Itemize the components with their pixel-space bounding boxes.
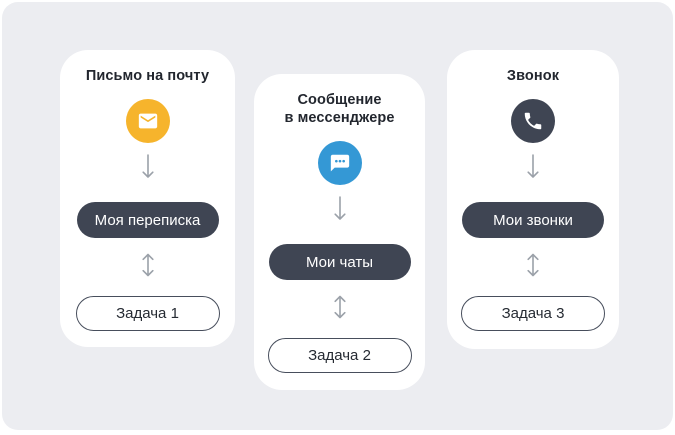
task-pill-label: Задача 2 (308, 347, 371, 364)
task-pill-label: Задача 3 (501, 305, 565, 322)
phone-icon (522, 110, 544, 132)
channel-icon-circle (125, 99, 170, 143)
flow-card-call: Звонок Мои звонки Задача 3 (447, 50, 619, 349)
chat-bubble-icon (329, 152, 351, 174)
source-pill: Моя переписка (76, 202, 219, 238)
double-arrow-icon (140, 251, 156, 279)
double-arrow-icon (332, 293, 348, 321)
down-arrow-icon (332, 195, 348, 222)
channel-icon-circle (511, 99, 555, 143)
flow-card-email: Письмо на почту Моя переписка Задача 1 (60, 50, 235, 347)
source-pill-label: Моя переписка (94, 211, 201, 229)
source-pill: Мои чаты (268, 244, 411, 280)
source-pill: Мои звонки (462, 202, 604, 238)
task-pill: Задача 2 (267, 338, 412, 373)
down-arrow-icon (140, 153, 156, 180)
column-title: Звонок (507, 67, 559, 85)
double-arrow-icon (525, 251, 541, 279)
channel-icon-circle (317, 141, 362, 185)
column-title: Письмо на почту (86, 67, 209, 85)
envelope-icon (137, 110, 159, 132)
task-pill: Задача 3 (461, 296, 605, 331)
flow-card-messenger: Сообщение в мессенджере Мои чаты (254, 74, 425, 390)
column-title-line: Сообщение (297, 92, 382, 108)
source-pill-label: Мои чаты (305, 253, 374, 271)
column-title: Сообщение в мессенджере (284, 91, 394, 127)
task-pill: Задача 1 (75, 296, 220, 331)
diagram-canvas: Письмо на почту Моя переписка Задача 1 (2, 2, 673, 430)
source-pill-label: Мои звонки (493, 211, 573, 229)
column-title-line: Письмо на почту (85, 68, 210, 84)
down-arrow-icon (525, 153, 541, 180)
column-title-line: Звонок (506, 68, 560, 84)
column-title-line: в мессенджере (284, 110, 395, 126)
task-pill-label: Задача 1 (116, 305, 179, 322)
